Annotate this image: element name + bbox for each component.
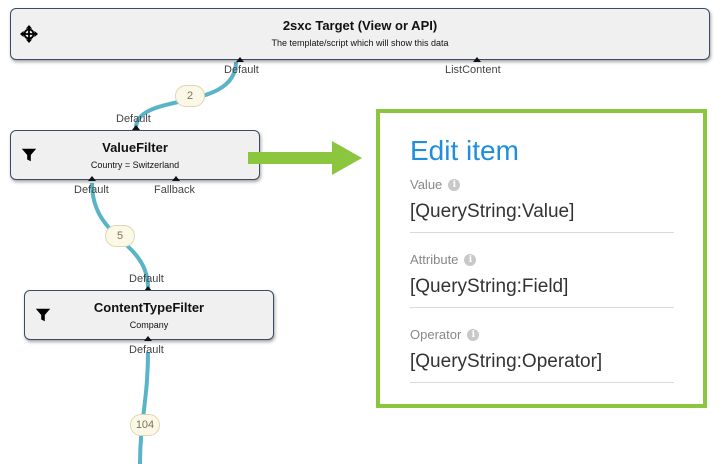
pointer-arrow-icon	[248, 141, 362, 175]
field-value-input[interactable]: [QueryString:Value]	[410, 201, 575, 222]
field-value-label: Value	[410, 177, 443, 192]
valuefilter-in-label: Default	[116, 113, 151, 125]
field-attribute-input[interactable]: [QueryString:Field]	[410, 276, 569, 297]
info-icon[interactable]: i	[448, 178, 461, 191]
field-operator-label-row: Operator i	[410, 327, 674, 342]
connection-count-badge: 5	[105, 225, 135, 247]
info-icon[interactable]: i	[464, 253, 477, 266]
valuefilter-title: ValueFilter	[102, 140, 168, 155]
field-attribute-label-row: Attribute i	[410, 252, 674, 267]
valuefilter-subtitle: Country = Switzerland	[90, 160, 180, 170]
connection-count-badge: 104	[130, 414, 160, 436]
valuefilter-out-default-port[interactable]	[88, 176, 96, 181]
info-icon[interactable]: i	[467, 328, 480, 341]
field-value-label-row: Value i	[410, 177, 674, 192]
contenttypefilter-node[interactable]: ContentTypeFilter Company	[24, 290, 274, 340]
funnel-icon	[21, 148, 37, 162]
contenttypefilter-in-label: Default	[129, 273, 164, 285]
contenttypefilter-title: ContentTypeFilter	[93, 300, 205, 315]
funnel-icon	[35, 308, 51, 322]
target-port-default-label: Default	[224, 64, 259, 76]
target-port-listcontent-label: ListContent	[445, 64, 501, 76]
valuefilter-out-default-label: Default	[74, 184, 109, 196]
target-port-default[interactable]	[236, 57, 244, 62]
field-value[interactable]: Value i [QueryString:Value]	[410, 177, 674, 233]
valuefilter-out-fallback-label: Fallback	[154, 184, 195, 196]
field-attribute[interactable]: Attribute i [QueryString:Field]	[410, 252, 674, 308]
target-port-listcontent[interactable]	[473, 57, 481, 62]
edit-item-heading: Edit item	[410, 135, 519, 166]
field-attribute-label: Attribute	[410, 252, 459, 267]
edit-item-panel: Edit item Value i [QueryString:Value] At…	[376, 109, 707, 408]
target-subtitle: The template/script which will show this…	[271, 38, 449, 48]
field-operator-label: Operator	[410, 327, 462, 342]
contenttypefilter-out-label: Default	[129, 344, 164, 356]
move-arrows-icon	[20, 25, 38, 43]
connection-count-badge: 2	[175, 85, 205, 107]
valuefilter-in-port[interactable]	[132, 125, 140, 130]
contenttypefilter-in-port[interactable]	[144, 286, 152, 291]
valuefilter-out-fallback-port[interactable]	[172, 176, 180, 181]
contenttypefilter-subtitle: Company	[129, 320, 169, 330]
target-title: 2sxc Target (View or API)	[282, 18, 438, 33]
valuefilter-node[interactable]: ValueFilter Country = Switzerland	[10, 130, 260, 180]
field-operator[interactable]: Operator i [QueryString:Operator]	[410, 327, 674, 383]
target-node[interactable]: 2sxc Target (View or API) The template/s…	[10, 8, 710, 60]
contenttypefilter-out-port[interactable]	[144, 336, 152, 341]
field-operator-input[interactable]: [QueryString:Operator]	[410, 351, 603, 372]
wire-source-to-contenttypefilter	[138, 351, 150, 464]
